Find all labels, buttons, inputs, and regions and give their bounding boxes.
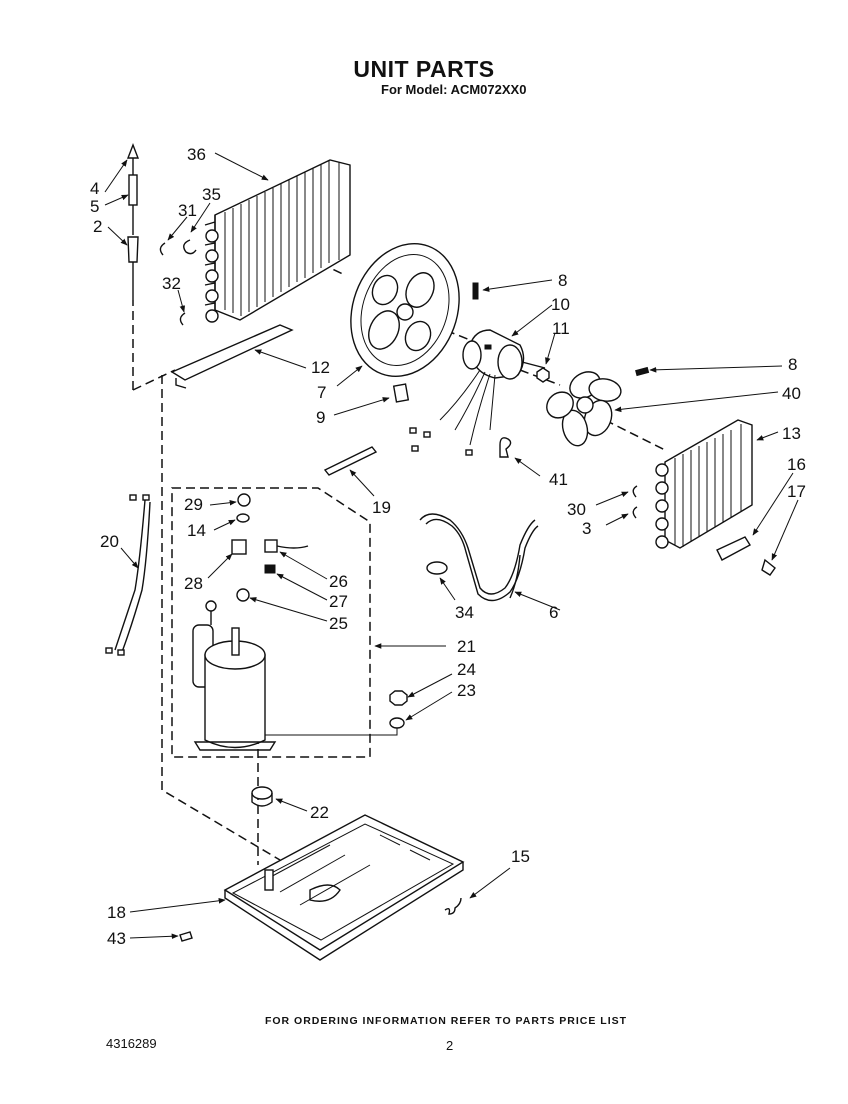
callout-41: 41 (549, 470, 568, 489)
callout-34: 34 (455, 603, 474, 622)
callout-29: 29 (184, 495, 203, 514)
callout-18: 18 (107, 903, 126, 922)
callout-35: 35 (202, 185, 221, 204)
grommet-25 (236, 588, 250, 602)
callout-3: 3 (582, 519, 591, 538)
callout-32: 32 (162, 274, 181, 293)
callout-30: 30 (567, 500, 586, 519)
screw-upper (472, 282, 479, 300)
wire-harness (105, 494, 151, 656)
thermostat-clip (761, 558, 776, 576)
callout-2: 2 (93, 217, 102, 236)
callout-24: 24 (457, 660, 476, 679)
fan-blade (546, 371, 622, 447)
coil-clip-3 (632, 506, 638, 519)
grommet-22 (251, 786, 273, 807)
callout-11: 11 (552, 319, 570, 338)
motor-nut (536, 367, 550, 383)
callout-8-upper: 8 (558, 271, 567, 290)
wire-tie (323, 446, 378, 476)
callout-40: 40 (782, 384, 801, 403)
refrigerant-tubing (419, 513, 539, 602)
coil-clip-30 (632, 485, 638, 498)
clip-27 (264, 564, 276, 574)
terminal-cover-28 (231, 539, 247, 555)
screw-15 (444, 897, 462, 915)
callout-4: 4 (90, 179, 99, 198)
callout-20: 20 (100, 532, 119, 551)
callout-27: 27 (329, 592, 348, 611)
callout-43: 43 (107, 929, 126, 948)
screw-right (635, 366, 650, 377)
callout-13: 13 (782, 424, 801, 443)
drain-channel (170, 324, 294, 389)
overload-26 (264, 539, 309, 553)
model-subtitle: For Model: ACM072XX0 (381, 82, 527, 97)
callout-9: 9 (316, 408, 325, 427)
ordering-note: FOR ORDERING INFORMATION REFER TO PARTS … (264, 1015, 628, 1027)
base-pan (223, 814, 465, 961)
callout-19: 19 (372, 498, 391, 517)
callout-labels: 4 5 2 36 35 31 32 12 7 9 8 10 11 8 40 13… (90, 145, 806, 948)
callout-28: 28 (184, 574, 203, 593)
page-title: UNIT PARTS (353, 56, 495, 82)
document-number: 4316289 (106, 1036, 157, 1051)
callout-26: 26 (329, 572, 348, 591)
page-number: 2 (446, 1038, 454, 1053)
evaporator-coil (655, 419, 753, 549)
washer-23 (389, 717, 405, 729)
capillary-tube-assembly (126, 143, 140, 300)
washer-14 (236, 513, 250, 523)
callout-16: 16 (787, 455, 806, 474)
thermostat-bracket (716, 536, 751, 561)
mounting-bracket (392, 383, 410, 403)
callout-12: 12 (311, 358, 330, 377)
compressor (192, 600, 277, 751)
condenser-coil (204, 159, 351, 323)
callout-15: 15 (511, 847, 530, 866)
callout-23: 23 (457, 681, 476, 700)
callout-31: 31 (178, 201, 197, 220)
callout-22: 22 (310, 803, 329, 822)
callout-14: 14 (187, 521, 206, 540)
callout-7: 7 (317, 383, 326, 402)
callout-36: 36 (187, 145, 206, 164)
callout-8-right: 8 (788, 355, 797, 374)
compressor-assembly-box (171, 487, 371, 758)
leader-lines (104, 152, 799, 940)
fan-motor (409, 329, 546, 456)
callout-25: 25 (329, 614, 348, 633)
spring-clip (499, 437, 512, 458)
callout-10: 10 (551, 295, 570, 314)
grommet-29 (237, 493, 251, 507)
callout-17: 17 (787, 482, 806, 501)
callout-5: 5 (90, 197, 99, 216)
screw-43 (179, 931, 193, 942)
callout-21: 21 (457, 637, 476, 656)
fan-shroud (350, 242, 460, 378)
coil-clips (159, 239, 197, 326)
clamp-ring (426, 561, 448, 575)
callout-6: 6 (549, 603, 558, 622)
nut-24 (389, 690, 408, 706)
